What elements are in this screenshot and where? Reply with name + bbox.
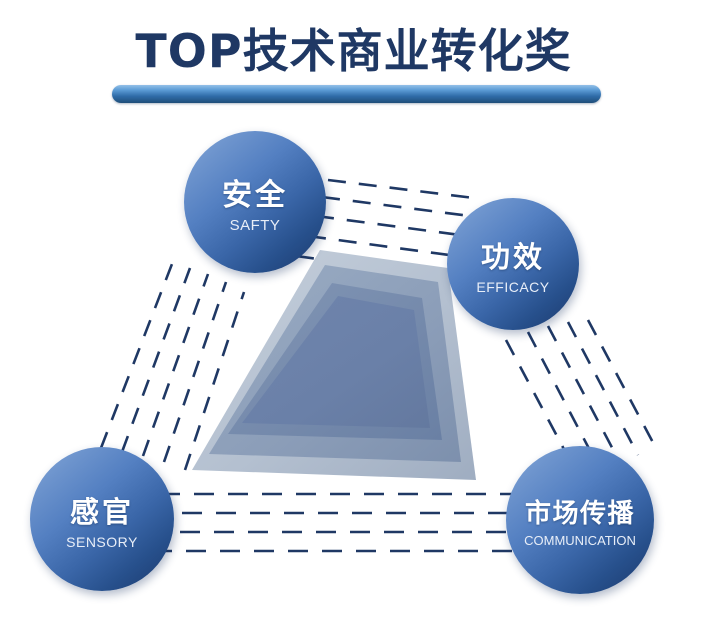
connector-sensory-communication — [146, 492, 560, 553]
node-efficacy[interactable]: 功效 EFFICACY — [447, 198, 579, 330]
page-title-block: TOP技术商业转化奖 — [0, 24, 707, 78]
node-efficacy-label-cn: 功效 — [480, 239, 545, 274]
node-communication-label-cn: 市场传播 — [524, 498, 635, 529]
node-safety[interactable]: 安全 SAFTY — [184, 131, 326, 273]
page-title: TOP技术商业转化奖 — [135, 24, 572, 78]
node-safety-label-cn: 安全 — [222, 178, 288, 213]
node-efficacy-label-en: EFFICACY — [476, 278, 550, 295]
node-communication[interactable]: 市场传播 COMMUNICATION — [506, 446, 654, 594]
node-safety-label-en: SAFTY — [229, 217, 281, 234]
title-accent-bar — [112, 85, 601, 103]
node-communication-label-en: COMMUNICATION — [524, 532, 636, 548]
node-sensory-label-en: SENSORY — [66, 533, 138, 550]
node-sensory-label-cn: 感官 — [69, 494, 134, 529]
node-sensory[interactable]: 感官 SENSORY — [30, 447, 174, 591]
pyramid-layer-core — [242, 296, 430, 428]
center-nested-pyramid — [180, 238, 540, 498]
nested-trapezoid-svg — [192, 250, 476, 480]
